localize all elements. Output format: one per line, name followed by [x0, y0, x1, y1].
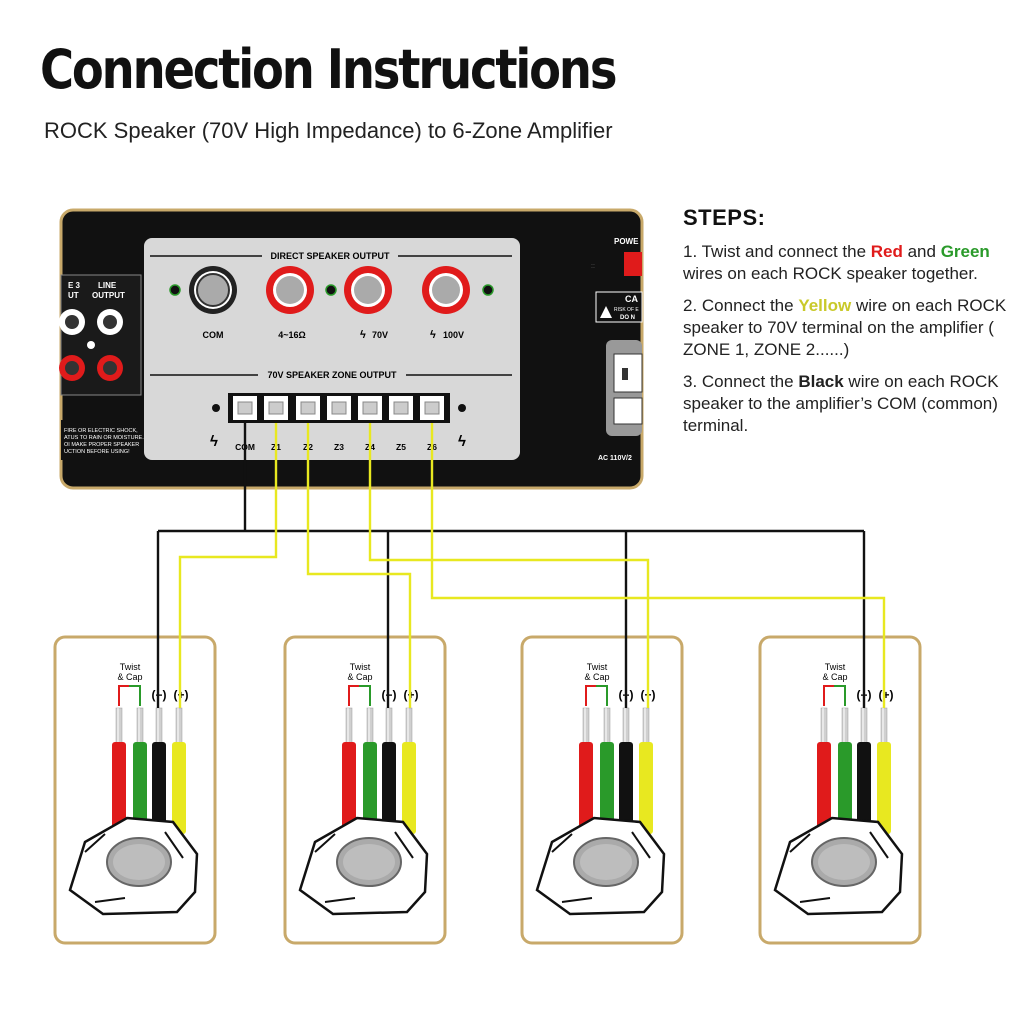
zone6-wire: [430, 423, 886, 708]
svg-text:ϟ: ϟ: [210, 433, 218, 450]
steps-panel: STEPS: 1. Twist and connect the Red and …: [683, 205, 1013, 447]
svg-text:FIRE OR ELECTRIC SHOCK,: FIRE OR ELECTRIC SHOCK,: [64, 428, 138, 434]
zone2-wire: [306, 423, 412, 708]
svg-text:ϟ: ϟ: [458, 433, 466, 450]
page-title: Connection Instructions: [40, 38, 617, 101]
v70-terminal: [344, 266, 392, 314]
svg-text:AC 110V/2: AC 110V/2: [598, 455, 632, 462]
svg-text:UCTION BEFORE USING!: UCTION BEFORE USING!: [64, 449, 130, 455]
svg-text:OI MAKE PROPER SPEAKER: OI MAKE PROPER SPEAKER: [64, 442, 139, 448]
twist-label: Twist: [350, 662, 371, 672]
svg-text:& Cap: & Cap: [822, 672, 847, 682]
svg-text:ATUS TO RAIN OR MOISTURE.: ATUS TO RAIN OR MOISTURE.: [64, 435, 144, 441]
rock-speaker-4: Twist& Cap(−)(+): [758, 635, 922, 945]
zone1-wire: [178, 423, 278, 708]
svg-text:& Cap: & Cap: [347, 672, 372, 682]
svg-text:RISK OF E: RISK OF E: [614, 307, 639, 313]
page-subtitle: ROCK Speaker (70V High Impedance) to 6-Z…: [44, 118, 613, 143]
svg-text:& Cap: & Cap: [117, 672, 142, 682]
step-1: 1. Twist and connect the Red and Green w…: [683, 242, 990, 283]
rock-speaker-3: Twist& Cap(−)(+): [520, 635, 684, 945]
green-word: Green: [940, 242, 990, 261]
step-2: 2. Connect the Yellow wire on each ROCK …: [683, 296, 1007, 359]
rock-speaker-1: Twist& Cap(−)(+): [53, 635, 217, 945]
zone4-wire: [368, 423, 650, 708]
line-output-label: LINE: [98, 281, 117, 290]
zone-label: Z5: [396, 442, 406, 452]
zone-output-label: 70V SPEAKER ZONE OUTPUT: [267, 370, 397, 380]
svg-text:UT: UT: [68, 291, 79, 300]
twist-label: Twist: [825, 662, 846, 672]
svg-text:100V: 100V: [443, 330, 464, 340]
zone-socket-z1: [264, 396, 288, 420]
svg-text:::: ::: [591, 263, 595, 270]
svg-text:DO N: DO N: [620, 315, 635, 321]
svg-text:POWE: POWE: [614, 237, 639, 246]
v100-terminal: [422, 266, 470, 314]
svg-text:OUTPUT: OUTPUT: [92, 291, 125, 300]
zone-socket-z5: [389, 396, 413, 420]
svg-text:ϟ: ϟ: [360, 329, 366, 341]
black-word: Black: [798, 372, 844, 391]
twist-label: Twist: [587, 662, 608, 672]
zone-socket-z2: [296, 396, 320, 420]
svg-text:CA: CA: [625, 294, 638, 304]
svg-text:COM: COM: [203, 330, 224, 340]
zone-socket-com: [233, 396, 257, 420]
svg-text:ϟ: ϟ: [430, 329, 436, 341]
twist-label: Twist: [120, 662, 141, 672]
steps-heading: STEPS:: [683, 205, 766, 230]
zone-label: Z3: [334, 442, 344, 452]
red-word: Red: [870, 242, 903, 261]
zone-socket-z6: [420, 396, 444, 420]
svg-text:& Cap: & Cap: [584, 672, 609, 682]
svg-text:4~16Ω: 4~16Ω: [278, 330, 306, 340]
step-3: 3. Connect the Black wire on each ROCK s…: [683, 372, 999, 435]
plus-label: (+): [879, 688, 894, 702]
rock-speaker-2: Twist& Cap(−)(+): [283, 635, 447, 945]
ohm-terminal: [266, 266, 314, 314]
svg-text:E 3: E 3: [68, 281, 81, 290]
yellow-word: Yellow: [798, 296, 852, 315]
com-terminal: [189, 266, 237, 314]
zone-socket-z3: [327, 396, 351, 420]
amplifier: E 3 UT LINE OUTPUT FIRE OR ELECTRIC SHOC…: [59, 208, 644, 490]
svg-text:70V: 70V: [372, 330, 388, 340]
direct-speaker-output-label: DIRECT SPEAKER OUTPUT: [270, 251, 390, 261]
zone-socket-z4: [358, 396, 382, 420]
